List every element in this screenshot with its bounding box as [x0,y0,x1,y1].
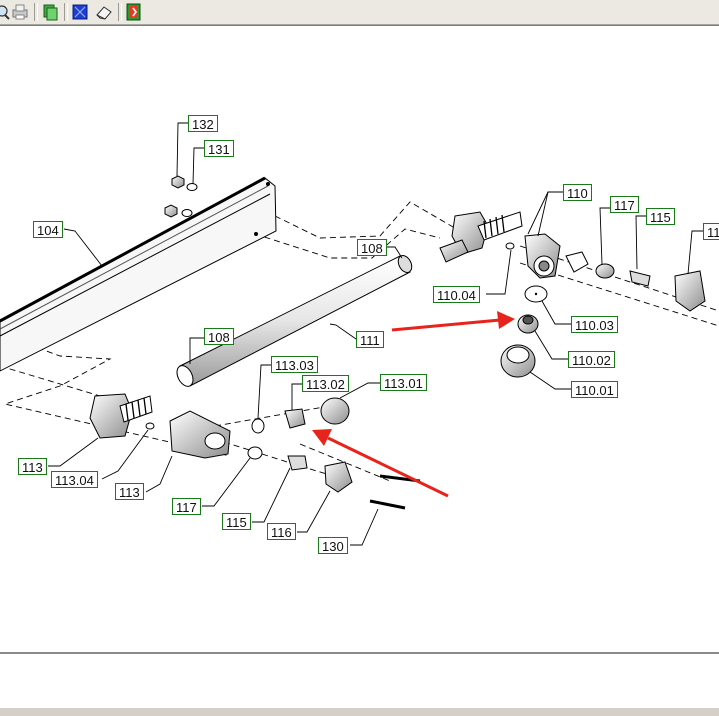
eraser-icon [96,6,112,20]
toolbar-separator [34,3,38,21]
print-button[interactable] [10,2,30,22]
callout-108-lower[interactable]: 108 [204,328,234,345]
callout-115-lower[interactable]: 115 [222,513,251,530]
eraser-button[interactable] [94,2,114,22]
callout-113-02[interactable]: 113.02 [302,375,349,392]
callout-117[interactable]: 117 [610,196,639,213]
diagram-canvas: 132 131 104 108 110 117 115 11 110.04 11… [0,25,719,652]
zoom-icon [0,5,10,20]
rail-part-104 [0,176,277,372]
callout-leader-lines [48,122,703,546]
exploded-parts-diagram [0,122,719,546]
callout-131[interactable]: 131 [204,140,234,157]
toolbar-separator [118,3,122,21]
callout-11[interactable]: 11 [703,223,719,240]
rod-part-108-upper [176,255,413,387]
select-all-button[interactable] [70,2,90,22]
callout-117-lower[interactable]: 117 [172,498,201,515]
copy-icon [43,4,58,21]
zoom-button[interactable] [0,2,12,22]
callout-113-04[interactable]: 113.04 [51,471,98,488]
nut-part-110-01 [500,344,536,378]
callout-113-01[interactable]: 113.01 [380,374,427,391]
callout-113[interactable]: 113 [18,458,47,475]
callout-110-03[interactable]: 110.03 [571,316,618,333]
callout-104[interactable]: 104 [33,221,63,238]
status-bar [0,707,719,716]
nut-part-132 [164,175,185,218]
callout-130[interactable]: 130 [318,537,348,554]
callout-110-02[interactable]: 110.02 [568,351,615,368]
callout-110[interactable]: 110 [563,184,592,201]
spring-part-110-02 [517,314,539,334]
select-all-icon [72,4,88,20]
callout-113-03[interactable]: 113.03 [271,356,318,373]
copy-button[interactable] [40,2,60,22]
bracket-assembly-110 [439,211,706,312]
callout-110-01[interactable]: 110.01 [571,381,618,398]
callout-108[interactable]: 108 [357,239,387,256]
callout-115[interactable]: 115 [646,208,675,225]
callout-116[interactable]: 116 [267,523,296,540]
toolbar-separator [64,3,68,21]
bracket-assembly-113 [89,393,421,510]
bottom-panel [0,652,719,709]
exit-button[interactable] [124,2,144,22]
red-annotation-arrows [312,311,515,498]
callout-110-04[interactable]: 110.04 [433,286,480,303]
callout-113-lower[interactable]: 113 [115,483,144,500]
toolbar [0,0,719,25]
seal-part-110-03 [524,285,548,303]
exit-icon [126,3,141,21]
callout-132[interactable]: 132 [188,115,218,132]
print-icon [12,4,28,20]
washer-part-131 [181,183,198,217]
callout-111[interactable]: 111 [356,331,384,348]
